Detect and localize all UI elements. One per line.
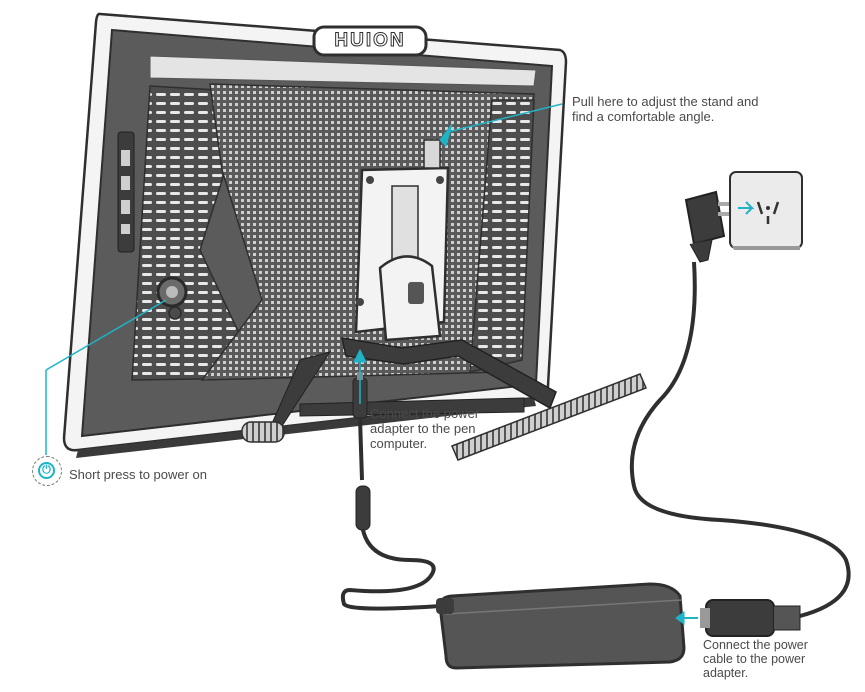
ac-power-cord	[629, 261, 851, 637]
connect-cable-label: Connect the power cable to the power ada…	[703, 638, 808, 680]
brand-logo	[312, 25, 428, 57]
pen-display	[62, 12, 568, 458]
power-adapter	[436, 582, 686, 670]
right-vent-panel	[469, 99, 535, 373]
stand-adjust-label: Pull here to adjust the stand and find a…	[572, 94, 758, 124]
connect-adapter-line-2: adapter to the pen	[370, 421, 476, 436]
connect-adapter-line-3: computer.	[370, 436, 428, 451]
power-callout-badge: ⏻	[32, 456, 62, 486]
stand-adjust-line-2: find a comfortable angle.	[572, 109, 715, 124]
power-on-label: Short press to power on	[69, 467, 207, 482]
arrow-icon	[353, 348, 367, 363]
arrow-icon	[439, 123, 453, 147]
wall-plug	[684, 190, 732, 263]
connect-adapter-line-1: Connect the power	[370, 406, 480, 421]
connect-adapter-label: Connect the power adapter to the pen com…	[370, 406, 479, 451]
power-icon: ⏻	[38, 462, 55, 479]
wall-socket-icon	[729, 171, 803, 250]
stand-adjust-line-1: Pull here to adjust the stand and	[572, 94, 759, 109]
arrow-icon	[738, 201, 755, 215]
arrow-icon	[675, 611, 685, 625]
connect-cable-line-1: Connect the power	[703, 638, 808, 652]
connect-cable-line-3: adapter.	[703, 666, 749, 680]
instruction-arrows	[45, 103, 755, 625]
connect-cable-line-2: cable to the power	[703, 652, 806, 666]
logo-text: HUION	[334, 30, 406, 52]
stand	[241, 139, 647, 461]
dc-power-cable	[340, 372, 441, 611]
power-on-text: Short press to power on	[69, 467, 208, 482]
